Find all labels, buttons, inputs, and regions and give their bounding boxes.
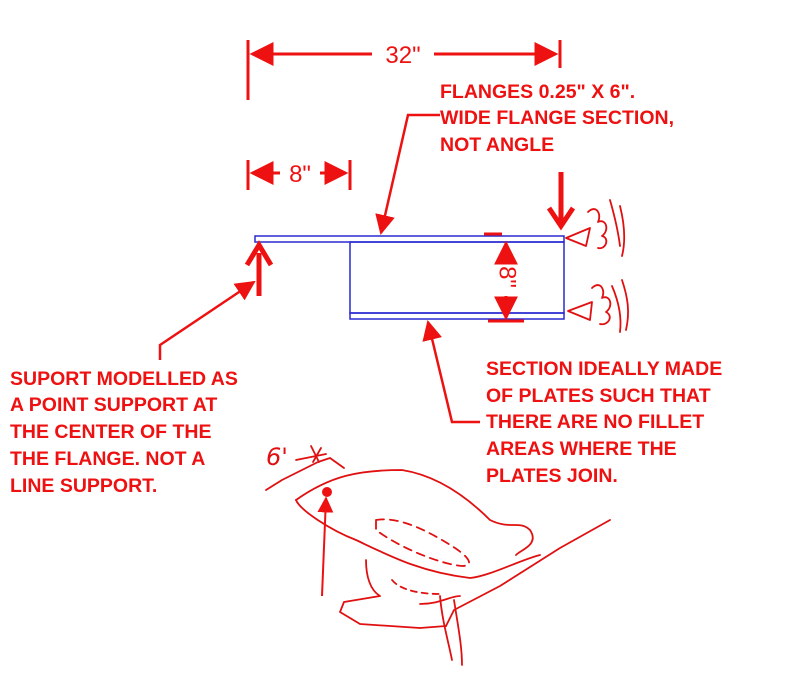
section-note-line-5: PLATES JOIN. [486, 465, 618, 487]
support-arrow [244, 240, 274, 296]
support-note-line-3: THE CENTER OF THE [10, 421, 212, 443]
section-note-line-4: AREAS WHERE THE [486, 438, 677, 460]
sketch-hidden-web [375, 518, 470, 567]
support-note: SUPORT MODELLED AS A POINT SUPPORT AT TH… [10, 368, 238, 497]
web-body [349, 241, 565, 314]
weld-symbol-bottom-lines [611, 279, 629, 333]
leader-support-note [158, 280, 256, 360]
bottom-flange [349, 312, 565, 320]
section-note-line-2: OF PLATES SUCH THAT [486, 385, 711, 407]
flange-note-line-1: FLANGES 0.25" X 6". [440, 81, 635, 103]
dim-32-label: 32" [385, 42, 420, 69]
dim-8-label: 8" [289, 161, 311, 188]
sketch-dimension-label: 6' [266, 443, 288, 471]
dimension-32-inch: 32" [246, 40, 562, 100]
support-arrow-head [244, 240, 274, 267]
support-note-line-5: LINE SUPPORT. [10, 475, 157, 497]
sketch-dimension-mark [295, 445, 327, 463]
section-note: SECTION IDEALLY MADE OF PLATES SUCH THAT… [486, 358, 722, 487]
dimension-8-inch-offset: 8" [246, 160, 352, 190]
sketch-support-arrow [317, 496, 334, 597]
support-note-line-1: SUPORT MODELLED AS [10, 368, 238, 390]
sketch-hidden-flange [391, 579, 441, 595]
weld-symbol-top-triangle [565, 227, 591, 247]
weld-symbols [565, 199, 629, 333]
dim-depth-label: 8" [494, 266, 521, 288]
sketch-dimension-line [265, 457, 345, 491]
weld-symbol-top-scribble [587, 208, 608, 250]
support-note-line-2: A POINT SUPPORT AT [10, 394, 217, 416]
flange-note-line-3: NOT ANGLE [440, 134, 554, 156]
section-note-line-1: SECTION IDEALLY MADE [486, 358, 722, 380]
load-arrow [546, 172, 576, 231]
section-note-line-3: THERE ARE NO FILLET [486, 411, 704, 433]
sketch-top-flange-outline [295, 469, 534, 556]
weld-symbol-bottom-triangle [567, 301, 593, 321]
leader-lines [158, 113, 480, 424]
top-flange [254, 235, 565, 243]
flange-spec-note: FLANGES 0.25" X 6". WIDE FLANGE SECTION,… [440, 81, 674, 156]
flange-note-line-2: WIDE FLANGE SECTION, [440, 107, 674, 129]
weld-symbol-bottom-scribble [591, 284, 612, 326]
leader-section-note [422, 320, 480, 424]
wide-flange-section [254, 235, 565, 320]
isometric-sketch: 6' [265, 443, 611, 666]
weld-symbol-top-lines [609, 199, 626, 257]
load-arrow-head [546, 206, 576, 231]
dimension-8-inch-depth: 8" [484, 232, 524, 323]
sketch-top-flange-lower-edge [295, 499, 541, 579]
support-note-line-4: THE FLANGE. NOT A [10, 448, 205, 470]
sketch-bottom-flange [339, 559, 461, 629]
sketch-support-point [322, 487, 332, 497]
sketch-right-edge [445, 519, 611, 627]
sketch-web-lines [439, 595, 463, 666]
leader-flange-note [375, 113, 440, 235]
